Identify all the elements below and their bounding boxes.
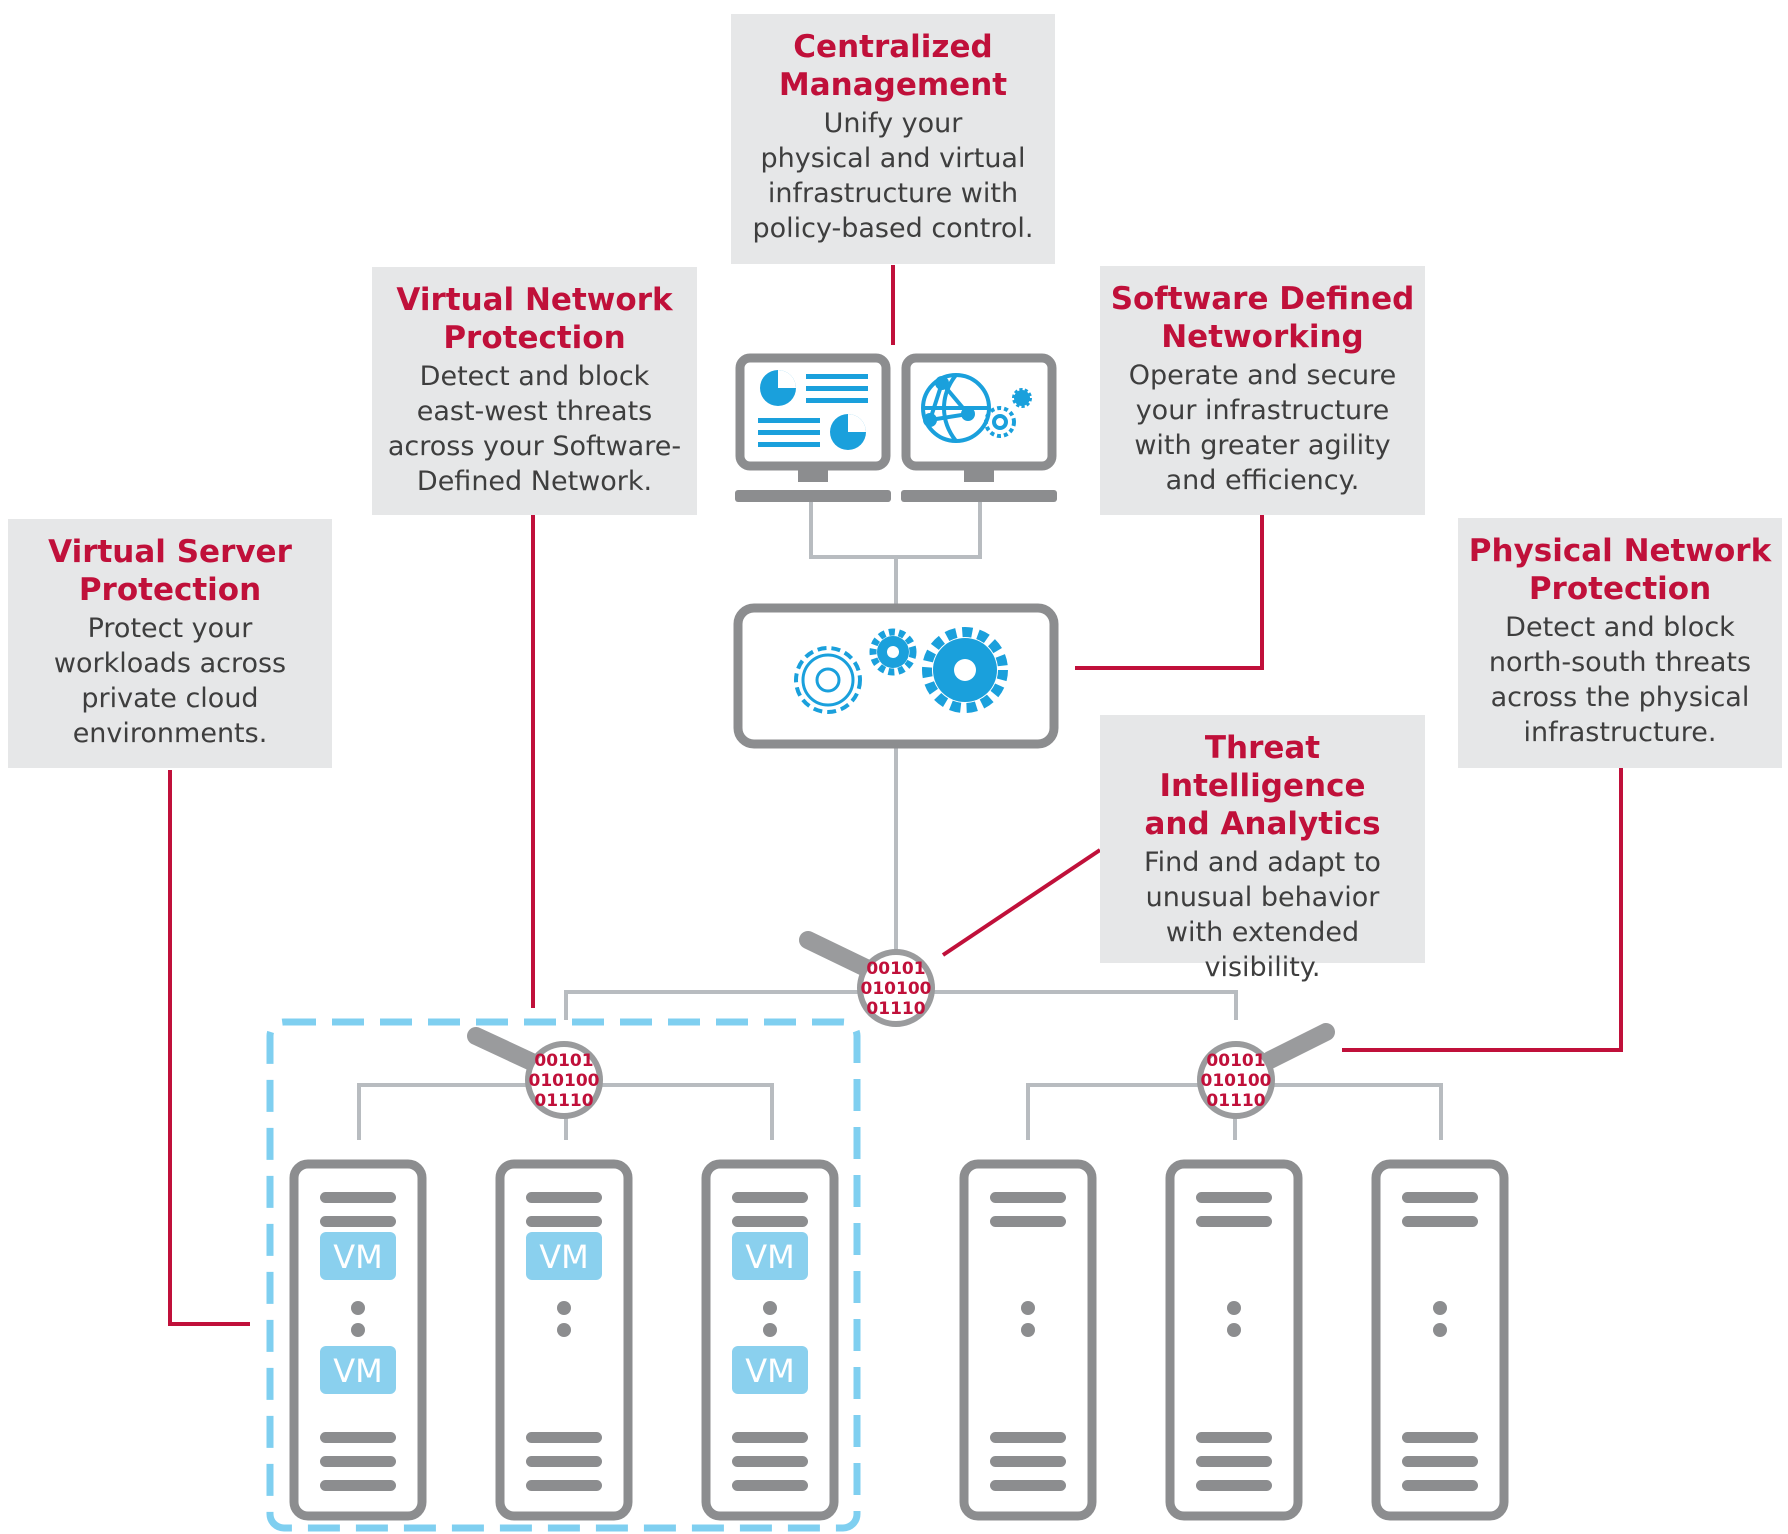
centralized-management-card: Centralized Management Unify your physic…	[731, 14, 1055, 264]
dashboard-icon	[758, 370, 868, 450]
server-slot	[732, 1456, 808, 1467]
vm-block	[526, 1232, 602, 1280]
server-slot	[990, 1432, 1066, 1443]
server-icon	[1165, 1159, 1303, 1521]
server-slot	[1402, 1432, 1478, 1443]
ellipsis-dot	[763, 1323, 777, 1337]
server-slot	[1402, 1456, 1478, 1467]
ellipsis-dot	[763, 1301, 777, 1315]
server-icon: VM VM	[701, 1159, 839, 1521]
binary-line-3: 01110	[1206, 1091, 1265, 1111]
network-globe-icon	[921, 373, 1032, 443]
magnifier-right: 00101 010100 01110	[1197, 1023, 1335, 1119]
server-slot	[320, 1456, 396, 1467]
server-icon: VM VM	[289, 1159, 427, 1521]
server-slot	[1402, 1480, 1478, 1491]
callout-lines	[168, 265, 1623, 1326]
server-slot	[526, 1192, 602, 1203]
gears-icon	[794, 627, 1008, 714]
server-slot	[990, 1480, 1066, 1491]
binary-line-1: 00101	[866, 959, 925, 979]
server-icon	[1371, 1159, 1509, 1521]
binary-line-1: 00101	[534, 1051, 593, 1071]
server-icon	[959, 1159, 1097, 1521]
vm-block	[320, 1232, 396, 1280]
server-slot	[320, 1216, 396, 1227]
card-title: Threat Intelligence and Analytics	[1144, 730, 1381, 842]
card-description: Operate and secure your infrastructure w…	[1128, 360, 1397, 496]
ellipsis-dot	[351, 1301, 365, 1315]
card-description: Find and adapt to unusual behavior with …	[1144, 847, 1381, 983]
card-description: Unify your physical and virtual infrastr…	[752, 108, 1034, 244]
vm-label: VM	[539, 1238, 589, 1276]
server-slot	[990, 1216, 1066, 1227]
server-slot	[1196, 1192, 1272, 1203]
server-slot	[526, 1432, 602, 1443]
ellipsis-dot	[1433, 1301, 1447, 1315]
ellipsis-dot	[557, 1323, 571, 1337]
card-title: Virtual Network Protection	[396, 282, 673, 356]
server-slot	[732, 1216, 808, 1227]
server-slot	[1196, 1216, 1272, 1227]
magnifier-left: 00101 010100 01110	[467, 1027, 603, 1119]
server-slot	[990, 1456, 1066, 1467]
server-slot	[1196, 1480, 1272, 1491]
vm-block	[732, 1232, 808, 1280]
binary-line-2: 010100	[529, 1071, 600, 1091]
server-slot	[320, 1432, 396, 1443]
binary-line-3: 01110	[534, 1091, 593, 1111]
server-slot	[1402, 1192, 1478, 1203]
server-slot	[1402, 1216, 1478, 1227]
server-rack-group: VM VM VM VM VM	[289, 1159, 1509, 1521]
server-slot	[526, 1480, 602, 1491]
server-slot	[526, 1456, 602, 1467]
server-slot	[1196, 1432, 1272, 1443]
binary-line-2: 010100	[1201, 1071, 1272, 1091]
server-slot	[320, 1192, 396, 1203]
orchestration-box	[733, 603, 1059, 749]
card-description: Detect and block north-south threats acr…	[1488, 612, 1752, 748]
ellipsis-dot	[557, 1301, 571, 1315]
ellipsis-dot	[1021, 1323, 1035, 1337]
ellipsis-dot	[1433, 1323, 1447, 1337]
server-slot	[990, 1192, 1066, 1203]
server-slot	[1196, 1456, 1272, 1467]
vm-label: VM	[745, 1352, 795, 1390]
network-monitor	[901, 353, 1057, 502]
physical-network-protection-card: Physical Network Protection Detect and b…	[1458, 518, 1782, 768]
card-title: Physical Network Protection	[1468, 533, 1772, 607]
server-icon: VM	[495, 1159, 633, 1521]
server-slot	[732, 1192, 808, 1203]
card-description: Detect and block east-west threats acros…	[387, 361, 682, 497]
vm-block	[732, 1346, 808, 1394]
magnifier-top: 00101 010100 01110	[799, 931, 935, 1027]
card-title: Centralized Management	[778, 29, 1008, 103]
virtual-boundary	[266, 1018, 861, 1532]
binary-line-2: 010100	[861, 979, 932, 999]
software-defined-networking-card: Software Defined Networking Operate and …	[1100, 266, 1425, 515]
virtual-network-protection-card: Virtual Network Protection Detect and bl…	[372, 267, 697, 515]
ellipsis-dot	[351, 1323, 365, 1337]
binary-line-1: 00101	[1206, 1051, 1265, 1071]
virtual-server-protection-card: Virtual Server Protection Protect your w…	[8, 519, 332, 768]
server-slot	[732, 1480, 808, 1491]
card-title: Software Defined Networking	[1110, 281, 1415, 355]
vm-label: VM	[333, 1238, 383, 1276]
vm-label: VM	[745, 1238, 795, 1276]
card-title: Virtual Server Protection	[48, 534, 292, 608]
server-slot	[320, 1480, 396, 1491]
ellipsis-dot	[1021, 1301, 1035, 1315]
ellipsis-dot	[1227, 1301, 1241, 1315]
server-slot	[732, 1432, 808, 1443]
dashboard-monitor	[735, 353, 891, 502]
vm-label: VM	[333, 1352, 383, 1390]
ellipsis-dot	[1227, 1323, 1241, 1337]
vm-block	[320, 1346, 396, 1394]
card-description: Protect your workloads across private cl…	[53, 613, 287, 749]
server-slot	[526, 1216, 602, 1227]
binary-line-3: 01110	[866, 999, 925, 1019]
threat-intelligence-card: Threat Intelligence and Analytics Find a…	[1100, 715, 1425, 983]
